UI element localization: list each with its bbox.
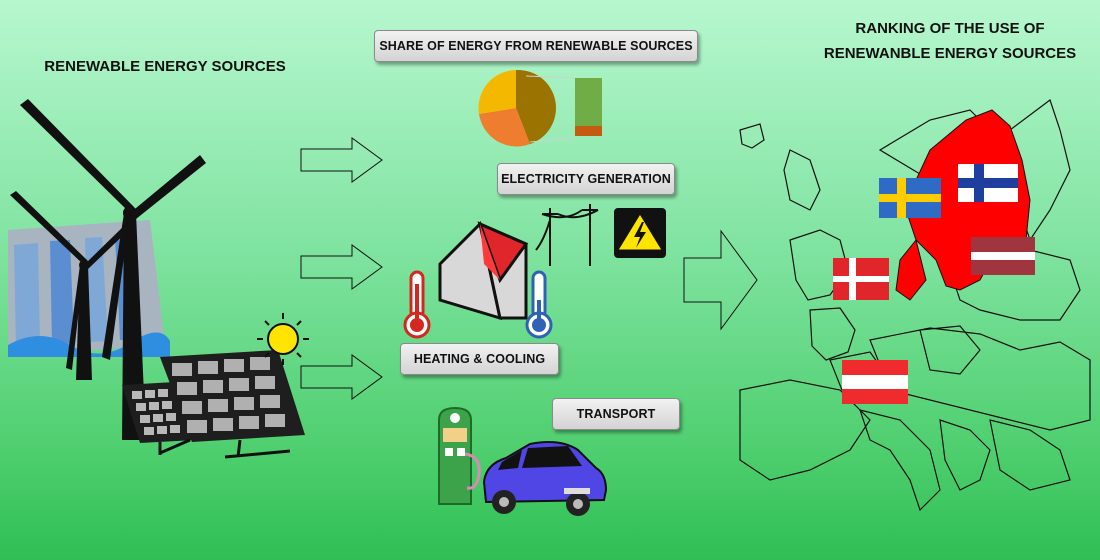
transport-label: TRANSPORT xyxy=(552,398,680,430)
arrow-icon-3 xyxy=(300,354,383,400)
power-line-icon xyxy=(535,204,599,266)
wind-turbine-small-icon xyxy=(10,191,134,380)
arrow-icon-2 xyxy=(300,244,383,290)
flag-latvia xyxy=(971,237,1035,275)
right-title-line2: RENEWANBLE ENERGY SOURCES xyxy=(823,45,1077,62)
flag-finland xyxy=(958,164,1018,202)
charging-station-icon xyxy=(438,406,481,505)
flag-austria xyxy=(842,360,908,404)
electricity-label: ELECTRICITY GENERATION xyxy=(497,163,675,195)
high-voltage-icon xyxy=(614,208,666,258)
pie-chart-icon xyxy=(478,69,602,147)
thermometer-cold-icon xyxy=(525,270,553,339)
arrow-large-icon xyxy=(683,229,758,331)
thermometer-hot-icon xyxy=(403,270,431,339)
arrow-icon xyxy=(300,137,383,183)
heating-label: HEATING & COOLING xyxy=(400,343,559,375)
house-icon xyxy=(438,220,529,321)
flag-denmark xyxy=(833,258,889,300)
sun-icon xyxy=(257,313,309,365)
share-label: SHARE OF ENERGY FROM RENEWABLE SOURCES xyxy=(374,30,698,62)
flag-sweden xyxy=(879,178,941,218)
left-title: RENEWABLE ENERGY SOURCES xyxy=(44,58,286,75)
electric-car-icon xyxy=(482,441,608,516)
solar-panel-icon xyxy=(159,350,305,459)
right-title-line1: RANKING OF THE USE OF xyxy=(855,20,1045,37)
renewable-sources-illustration xyxy=(8,99,309,459)
europe-map-icon xyxy=(739,99,1091,512)
solar-panel-small-icon xyxy=(122,382,195,455)
wind-turbine-icon xyxy=(20,99,206,440)
